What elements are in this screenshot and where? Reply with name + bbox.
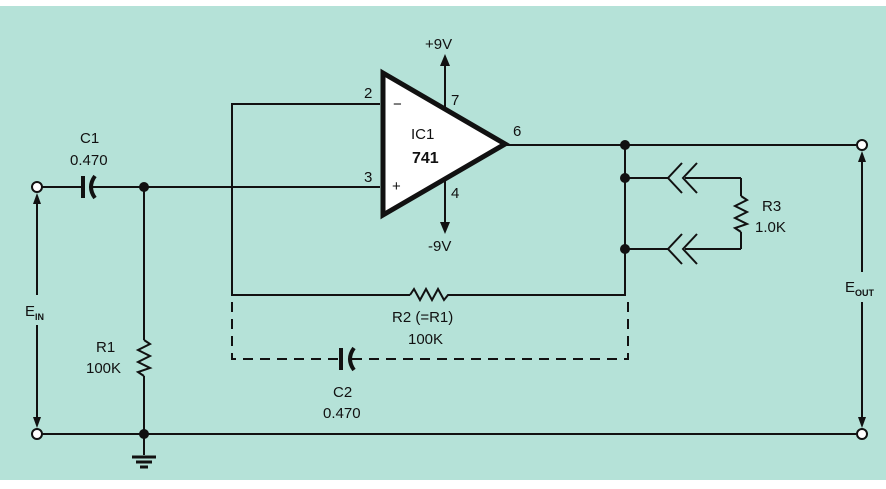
output-voltage-arrow xyxy=(858,151,866,428)
r2-value: 100K xyxy=(408,331,443,348)
opamp-plus-sign: + xyxy=(392,178,401,195)
input-terminal-top[interactable] xyxy=(31,181,43,193)
c2-ref: C2 xyxy=(333,384,352,401)
wire-c2-right xyxy=(352,302,629,360)
pin-4-label: 4 xyxy=(451,185,459,202)
wire-c2-left xyxy=(231,302,340,360)
r3-value: 1.0K xyxy=(755,219,786,236)
schematic-board: EIN C1 0.470 R1 100K R2 (=R1) 100K C2 0.… xyxy=(0,6,886,480)
pin-7-label: 7 xyxy=(451,92,459,109)
connector-jack-bottom[interactable] xyxy=(625,233,741,265)
output-terminal-bottom[interactable] xyxy=(856,428,868,440)
pin-3-label: 3 xyxy=(364,169,372,186)
r2-ref: R2 (=R1) xyxy=(392,309,453,326)
opamp-minus-sign: − xyxy=(393,96,402,113)
c2-value: 0.470 xyxy=(323,405,361,422)
resistor-r1 xyxy=(135,339,153,377)
r1-value: 100K xyxy=(86,360,121,377)
c1-ref: C1 xyxy=(80,130,99,147)
opamp-ic1 xyxy=(380,68,510,220)
opamp-part: 741 xyxy=(412,150,439,167)
supply-negative-label: -9V xyxy=(428,238,451,255)
circuit-schematic: EIN C1 0.470 R1 100K R2 (=R1) 100K C2 0.… xyxy=(25,36,875,469)
resistor-r3 xyxy=(732,195,750,233)
output-terminal-top[interactable] xyxy=(856,139,868,151)
supply-negative-arrow xyxy=(440,180,450,234)
pin-2-label: 2 xyxy=(364,85,372,102)
ground-icon xyxy=(132,434,156,469)
supply-positive-label: +9V xyxy=(425,36,452,53)
capacitor-c1 xyxy=(81,174,97,200)
input-terminal-bottom[interactable] xyxy=(31,428,43,440)
r3-ref: R3 xyxy=(762,198,781,215)
r1-ref: R1 xyxy=(96,339,115,356)
supply-positive-arrow xyxy=(440,54,450,108)
resistor-r2 xyxy=(409,286,452,303)
opamp-ref: IC1 xyxy=(411,126,434,143)
capacitor-c2 xyxy=(339,346,356,372)
pin-6-label: 6 xyxy=(513,123,521,140)
eout-label: EOUT xyxy=(845,279,875,298)
ein-label: EIN xyxy=(25,303,44,322)
input-voltage-arrow xyxy=(33,193,41,428)
connector-jack-top[interactable] xyxy=(625,162,741,194)
c1-value: 0.470 xyxy=(70,152,108,169)
